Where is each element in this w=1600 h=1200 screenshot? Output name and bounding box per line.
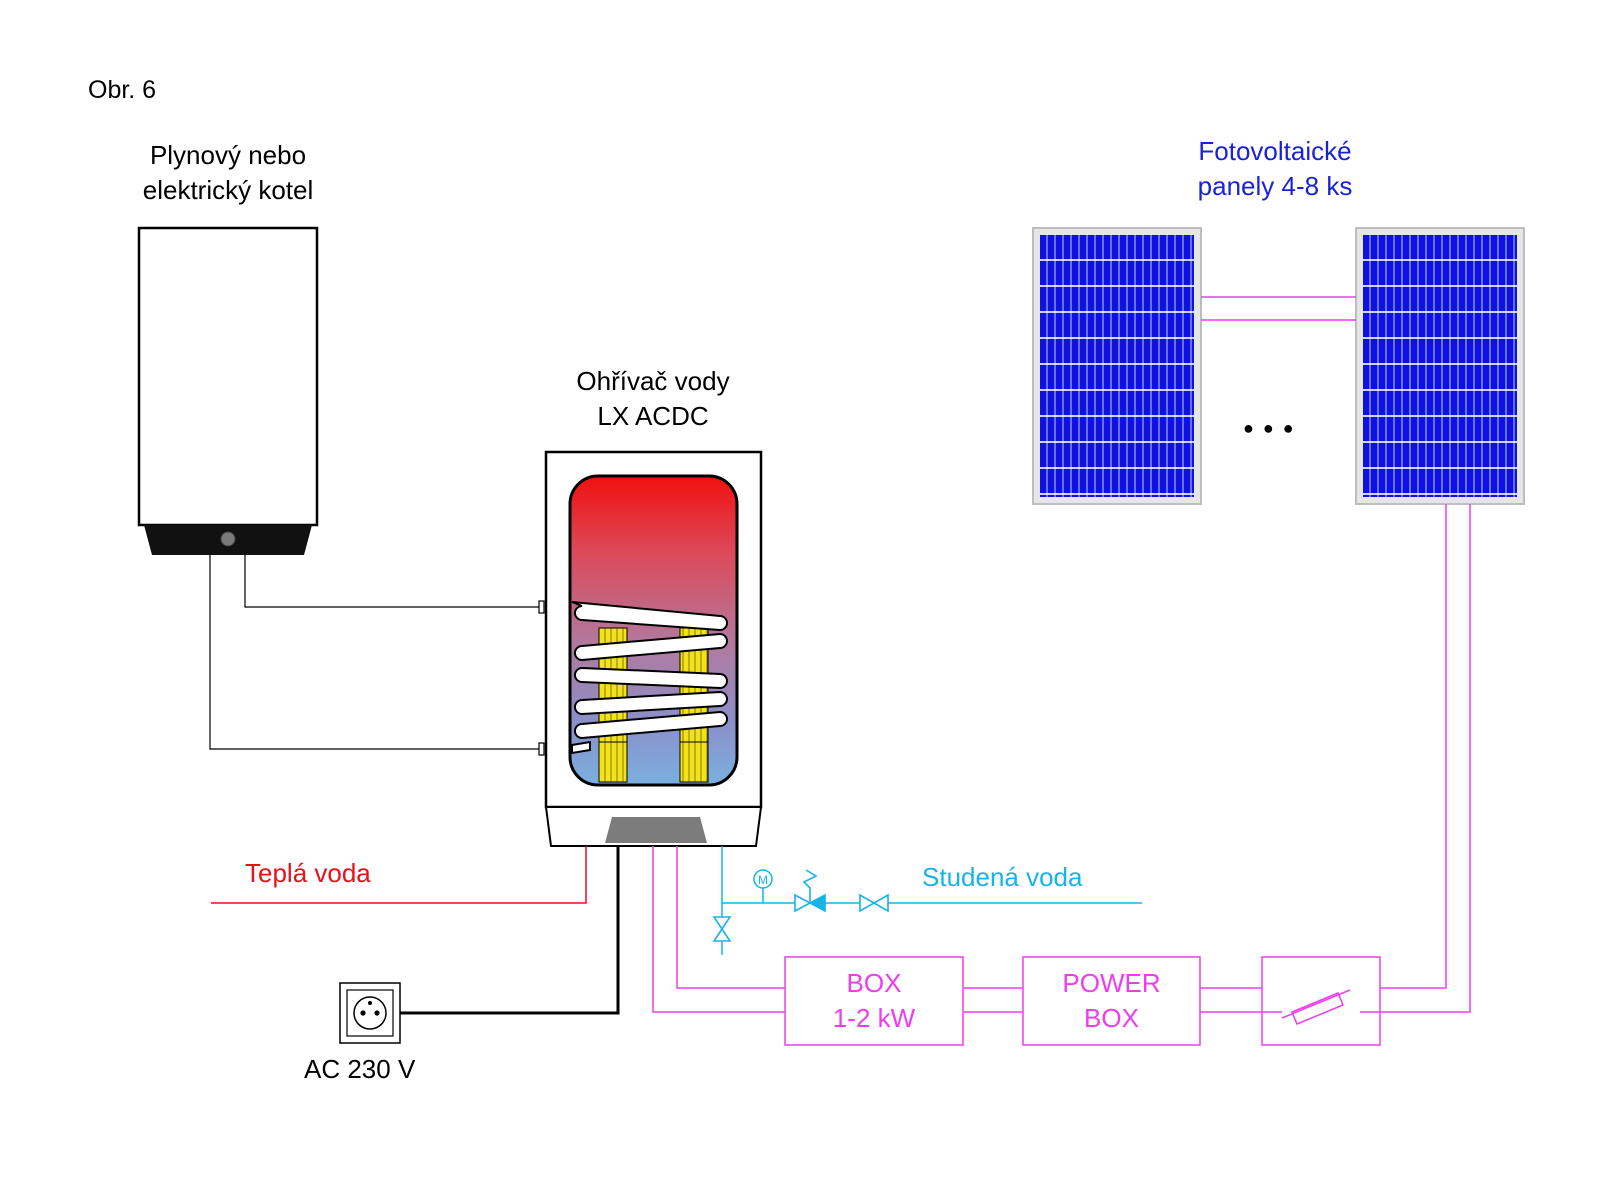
boiler-title: Plynový nebo elektrický kotel — [110, 138, 346, 208]
heater-title-line1: Ohřívač vody — [576, 366, 730, 396]
fuse-switch-icon — [1261, 956, 1381, 1046]
power-box-label-line2: BOX — [1084, 1003, 1139, 1033]
boiler-indicator-icon — [220, 531, 236, 547]
power-box — [1022, 956, 1201, 1046]
svg-text:M: M — [758, 873, 768, 887]
safety-valve-icon — [794, 869, 826, 913]
heater-tank — [568, 474, 739, 787]
heater-control-box — [605, 817, 707, 843]
dc-wiring — [652, 504, 1471, 1013]
figure-label: Obr. 6 — [88, 76, 157, 104]
water-heater — [544, 450, 763, 847]
boiler — [137, 226, 319, 555]
ac-power-cable — [400, 846, 620, 1015]
boiler-title-line2: elektrický kotel — [142, 175, 314, 205]
pv-panel-left — [1032, 227, 1202, 505]
hot-water-pipe — [211, 846, 587, 904]
pv-more-panels-ellipsis: ● ● ● — [1243, 418, 1296, 438]
dc-box-1-2kw — [784, 956, 964, 1046]
pv-title-line1: Fotovoltaické — [1198, 136, 1352, 166]
heat-exchanger-coil — [571, 601, 728, 755]
box-1-2kw-label: BOX 1-2 kW — [785, 966, 963, 1036]
pv-title-line2: panely 4-8 ks — [1197, 171, 1353, 201]
heater-title: Ohřívač vody LX ACDC — [543, 364, 763, 434]
boiler-body — [137, 226, 319, 527]
socket-label: AC 230 V — [304, 1054, 416, 1084]
pv-title: Fotovoltaické panely 4-8 ks — [1162, 134, 1388, 204]
cold-water-label: Studená voda — [922, 862, 1083, 892]
heater-title-line2: LX ACDC — [597, 401, 709, 431]
box-1-2kw-label-line1: BOX — [846, 968, 902, 998]
hot-water-label: Teplá voda — [245, 858, 371, 888]
pv-panel-right — [1355, 227, 1525, 505]
pv-string-wires — [1201, 296, 1356, 321]
power-box-label-line1: POWER — [1062, 968, 1161, 998]
power-box-label: POWER BOX — [1023, 966, 1200, 1036]
box-1-2kw-label-line2: 1-2 kW — [832, 1003, 916, 1033]
boiler-heating-circuit — [209, 555, 545, 756]
wall-socket-icon — [339, 982, 401, 1044]
boiler-title-line1: Plynový nebo — [149, 140, 307, 170]
drain-valve-icon — [712, 916, 732, 942]
stop-valve-icon — [859, 893, 889, 913]
manometer-icon: M — [753, 869, 773, 889]
heating-rod-left-lower — [598, 741, 628, 783]
heating-rod-right-lower — [679, 741, 709, 783]
